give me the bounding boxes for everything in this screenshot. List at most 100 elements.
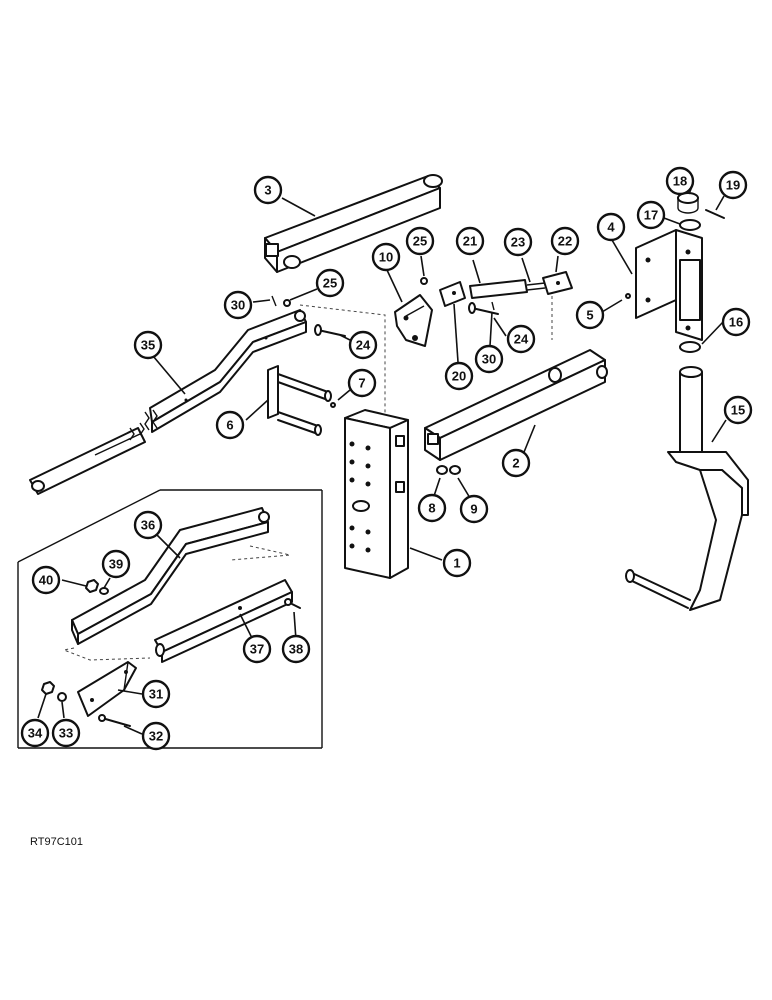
- callout-22: 22: [550, 226, 580, 256]
- part-36-arm: [71, 507, 270, 645]
- svg-text:7: 7: [358, 376, 365, 391]
- svg-text:30: 30: [482, 352, 496, 367]
- svg-text:2: 2: [512, 456, 519, 471]
- part-3-upper-tube: [264, 174, 443, 273]
- svg-text:18: 18: [673, 174, 687, 189]
- svg-text:9: 9: [470, 502, 477, 517]
- part-35-side-arm: [29, 309, 307, 495]
- part-2-lower-tube: [424, 349, 608, 461]
- callout-40: 40: [31, 565, 61, 595]
- callout-31: 31: [141, 679, 171, 709]
- callout-16: 16: [721, 307, 751, 337]
- callout-30: 30: [223, 290, 253, 320]
- callout-4: 4: [596, 212, 626, 242]
- part-24-pin: [314, 324, 346, 337]
- svg-text:24: 24: [514, 332, 529, 347]
- callout-20: 20: [444, 361, 474, 391]
- part-4-hinge-bracket: [635, 229, 703, 341]
- svg-text:17: 17: [644, 208, 658, 223]
- alternate-assembly-frame: [17, 489, 323, 749]
- svg-text:24: 24: [356, 338, 371, 353]
- part-39-washer: [99, 587, 109, 595]
- svg-text:36: 36: [141, 518, 155, 533]
- part-19-pin: [705, 209, 725, 219]
- svg-text:5: 5: [586, 308, 593, 323]
- callout-33: 33: [51, 718, 81, 748]
- callout-17: 17: [636, 200, 666, 230]
- callout-24: 24: [348, 330, 378, 360]
- callout-24: 24: [506, 324, 536, 354]
- part-37-tube: [154, 579, 293, 663]
- svg-text:10: 10: [379, 250, 393, 265]
- svg-text:40: 40: [39, 573, 53, 588]
- svg-text:15: 15: [731, 403, 745, 418]
- part-24-pin: [468, 302, 499, 315]
- svg-text:37: 37: [250, 642, 264, 657]
- svg-text:4: 4: [607, 220, 615, 235]
- part-40-nut: [85, 579, 99, 593]
- svg-text:20: 20: [452, 369, 466, 384]
- svg-text:32: 32: [149, 729, 163, 744]
- svg-text:22: 22: [558, 234, 572, 249]
- callout-37: 37: [242, 634, 272, 664]
- svg-text:23: 23: [511, 235, 525, 250]
- callout-39: 39: [101, 549, 131, 579]
- svg-text:1: 1: [453, 556, 460, 571]
- part-9-washer: [449, 465, 461, 475]
- svg-text:8: 8: [428, 501, 435, 516]
- callout-36: 36: [133, 510, 163, 540]
- callout-25: 25: [405, 226, 435, 256]
- svg-text:19: 19: [726, 178, 740, 193]
- svg-text:31: 31: [149, 687, 163, 702]
- callout-23: 23: [503, 227, 533, 257]
- callout-18: 18: [665, 166, 695, 196]
- svg-text:30: 30: [231, 298, 245, 313]
- part-1-upright-post: [344, 409, 409, 579]
- svg-text:25: 25: [413, 234, 427, 249]
- part-8-washer: [436, 465, 448, 475]
- part-6-u-bolt: [267, 365, 332, 436]
- callout-3: 3: [253, 175, 283, 205]
- part-10-bracket: [394, 294, 433, 347]
- callout-25: 25: [315, 268, 345, 298]
- callout-15: 15: [723, 395, 753, 425]
- callout-35: 35: [133, 330, 163, 360]
- part-34-nut: [41, 681, 55, 695]
- svg-text:34: 34: [28, 726, 43, 741]
- part-18-bushing: [677, 192, 699, 214]
- callout-6: 6: [215, 410, 245, 440]
- svg-text:16: 16: [729, 315, 743, 330]
- callout-7: 7: [347, 368, 377, 398]
- part-31-strap: [77, 661, 137, 717]
- callout-30: 30: [474, 344, 504, 374]
- callout-2: 2: [501, 448, 531, 478]
- callout-19: 19: [718, 170, 748, 200]
- callout-8: 8: [417, 493, 447, 523]
- part-21-cylinder: [439, 271, 573, 307]
- svg-text:6: 6: [226, 418, 233, 433]
- callout-32: 32: [141, 721, 171, 751]
- svg-text:39: 39: [109, 557, 123, 572]
- callout-34: 34: [20, 718, 50, 748]
- svg-text:33: 33: [59, 726, 73, 741]
- part-16-washer: [679, 341, 701, 353]
- part-38-bolt: [284, 598, 301, 609]
- svg-text:35: 35: [141, 338, 155, 353]
- callout-10: 10: [371, 242, 401, 272]
- part-33-washer: [57, 692, 67, 702]
- svg-text:21: 21: [463, 234, 477, 249]
- figure-code: RT97C101: [30, 836, 83, 848]
- svg-text:3: 3: [264, 183, 271, 198]
- callout-9: 9: [459, 494, 489, 524]
- svg-text:25: 25: [323, 276, 337, 291]
- part-17-washer: [679, 219, 701, 231]
- callout-38: 38: [281, 634, 311, 664]
- callout-21: 21: [455, 226, 485, 256]
- part-15-crank-spindle: [625, 366, 749, 611]
- svg-text:38: 38: [289, 642, 303, 657]
- hardware-small: [271, 277, 631, 408]
- part-32-bolt: [98, 714, 131, 727]
- callout-1: 1: [442, 548, 472, 578]
- callout-5: 5: [575, 300, 605, 330]
